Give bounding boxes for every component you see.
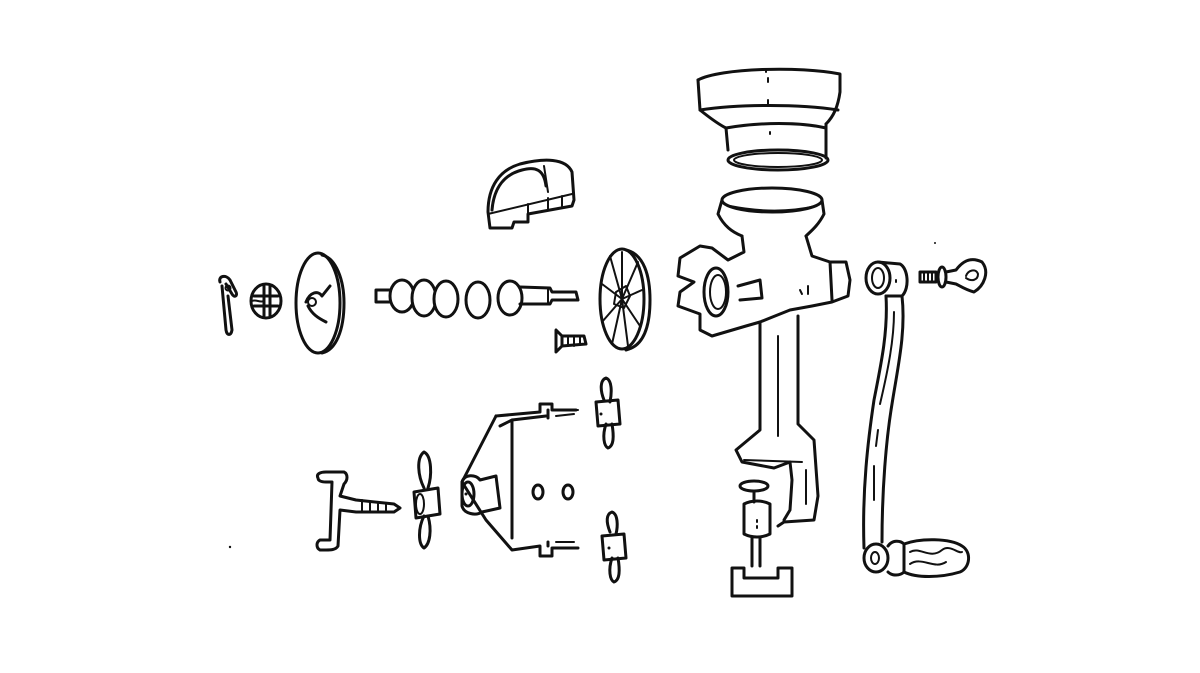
end-cap-plate bbox=[294, 251, 346, 355]
hopper bbox=[696, 67, 842, 172]
clamp-screw bbox=[730, 479, 794, 598]
small-screw bbox=[554, 328, 588, 354]
auger-worm bbox=[374, 278, 580, 320]
knife-nut bbox=[249, 282, 283, 320]
hook-screw bbox=[315, 470, 402, 552]
crank-arm bbox=[862, 260, 909, 574]
ink-speck bbox=[228, 545, 232, 549]
wing-nut-left bbox=[412, 450, 442, 550]
cutter-plate bbox=[598, 247, 652, 352]
guard-cover bbox=[486, 158, 576, 230]
cotter-pin bbox=[218, 274, 238, 336]
crank-handle bbox=[886, 538, 970, 578]
wing-nut-bottom bbox=[600, 510, 628, 584]
mount-bracket bbox=[460, 402, 580, 558]
ink-speck bbox=[934, 242, 936, 244]
grinder-body bbox=[676, 186, 852, 528]
crank-bolt bbox=[918, 258, 988, 294]
wing-nut-top bbox=[594, 376, 622, 450]
